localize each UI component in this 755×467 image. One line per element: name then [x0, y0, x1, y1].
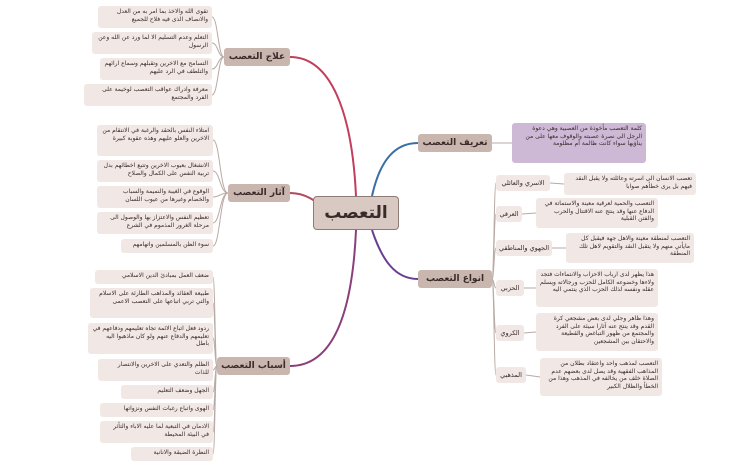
type-football[interactable]: الكروي [496, 325, 524, 341]
causes-item-6[interactable]: الهوى واتباع رغبات النفس ونزواتها [100, 403, 213, 417]
link-center-causes [289, 229, 357, 367]
central-topic[interactable]: التعصب [313, 196, 399, 230]
treatment-item-2[interactable]: التعلم وعدم التسليم الا لما ورد عن الله … [92, 32, 212, 54]
causes-item-7[interactable]: الادمان في التبعية لما عليه الاباء والتأ… [100, 421, 213, 443]
effects-item-2[interactable]: الانشغال بعيوب الاخرين وتتبع اخطائهم بدل… [97, 160, 213, 182]
type-partisan-desc[interactable]: هذا يظهر لدى ارباب الاحزاب والانتماءات ف… [536, 269, 658, 307]
effects-item-5[interactable]: سوء الظن بالمسلمين واتهامهم [121, 239, 213, 253]
type-football-desc[interactable]: وهذا ظاهر وجلي لدى بعض مشجعي كرة القدم و… [536, 313, 658, 351]
causes-item-1[interactable]: ضعف العمل بمبادئ الدين الاسلامي [95, 270, 213, 284]
link-effects-1 [212, 139, 229, 194]
branch-effects[interactable]: آثار التعصب [228, 184, 290, 202]
definition-text[interactable]: كلمة التعصب مأخوذة من العصبية وهي دعوة ا… [512, 123, 646, 163]
causes-item-3[interactable]: ردود فعل اتباع الائمة تجاه تعليمهم ودفاع… [88, 323, 213, 354]
branch-types[interactable]: انواع التعصب [418, 270, 492, 288]
link-center-definition [371, 142, 419, 197]
link-treatment-1 [211, 16, 225, 58]
type-ethnic[interactable]: العرقي [496, 206, 522, 222]
link-causes-3 [212, 337, 218, 367]
link-center-treatment [289, 56, 357, 197]
type-family[interactable]: الاسري والعائلي [496, 175, 550, 191]
treatment-item-3[interactable]: التسامح مع الاخرين وتقبلهم وسماع ارائهم … [100, 58, 212, 80]
link-types-6 [491, 278, 497, 376]
type-sectarian-desc[interactable]: التعصب لمذهب واحد واعتقاد بطلان من المذا… [540, 358, 662, 396]
type-ethnic-desc[interactable]: التعصب والحمية لعرقية معينة والاستماتة ف… [536, 198, 658, 228]
type-family-desc[interactable]: تعصب الانسان الى اسرته وعائلته ولا يقبل … [564, 173, 696, 195]
branch-definition[interactable]: تعريف التعصب [418, 134, 492, 152]
link-treatment-4 [211, 56, 225, 96]
type-regional[interactable]: الجهوي والمناطقي [496, 240, 552, 256]
link-types-3 [491, 247, 497, 280]
branch-causes[interactable]: أسباب التعصب [217, 357, 290, 375]
branch-treatment[interactable]: علاج التعصب [224, 48, 290, 66]
causes-item-2[interactable]: طبيعة العقائد والمذاهب الطارئة على الاسل… [90, 288, 213, 318]
link-causes-8 [212, 365, 218, 455]
causes-item-4[interactable]: الظلم والتعدي على الاخرين والانتصار للذا… [98, 359, 213, 381]
type-regional-desc[interactable]: التعصب لمنطقة معينة والاهل جهة فيقبل كل … [566, 233, 694, 263]
link-effects-5 [212, 192, 229, 247]
effects-item-4[interactable]: تعظيم النفس والاعتزاز بها والوصول الى مر… [97, 212, 213, 234]
causes-item-5[interactable]: الجهل وضعف التعليم [121, 385, 213, 399]
link-center-types [371, 229, 419, 280]
type-partisan[interactable]: الحزبي [496, 280, 524, 296]
link-effects-2 [212, 170, 229, 194]
link-type-ethnic-desc [521, 212, 537, 215]
treatment-item-1[interactable]: تقوى الله والاخذ بما امر به من العدل وال… [98, 6, 212, 28]
effects-item-3[interactable]: الوقوع في الغيبة والنميمة والسباب والخصا… [97, 186, 213, 208]
link-type-football-desc [523, 331, 537, 334]
link-type-family-desc [549, 182, 565, 185]
link-treatment-2 [211, 42, 225, 58]
type-sectarian[interactable]: المذهبي [496, 367, 526, 383]
causes-item-8[interactable]: النظرة الضيقة والانانية [131, 447, 213, 461]
effects-item-1[interactable]: امتلاء النفس بالحقد والرغبة في الانتقام … [97, 125, 213, 156]
treatment-item-4[interactable]: معرفة وادراك عواقب التعصب لوخيمة على الف… [84, 84, 212, 106]
link-type-sectarian-desc [525, 374, 541, 378]
